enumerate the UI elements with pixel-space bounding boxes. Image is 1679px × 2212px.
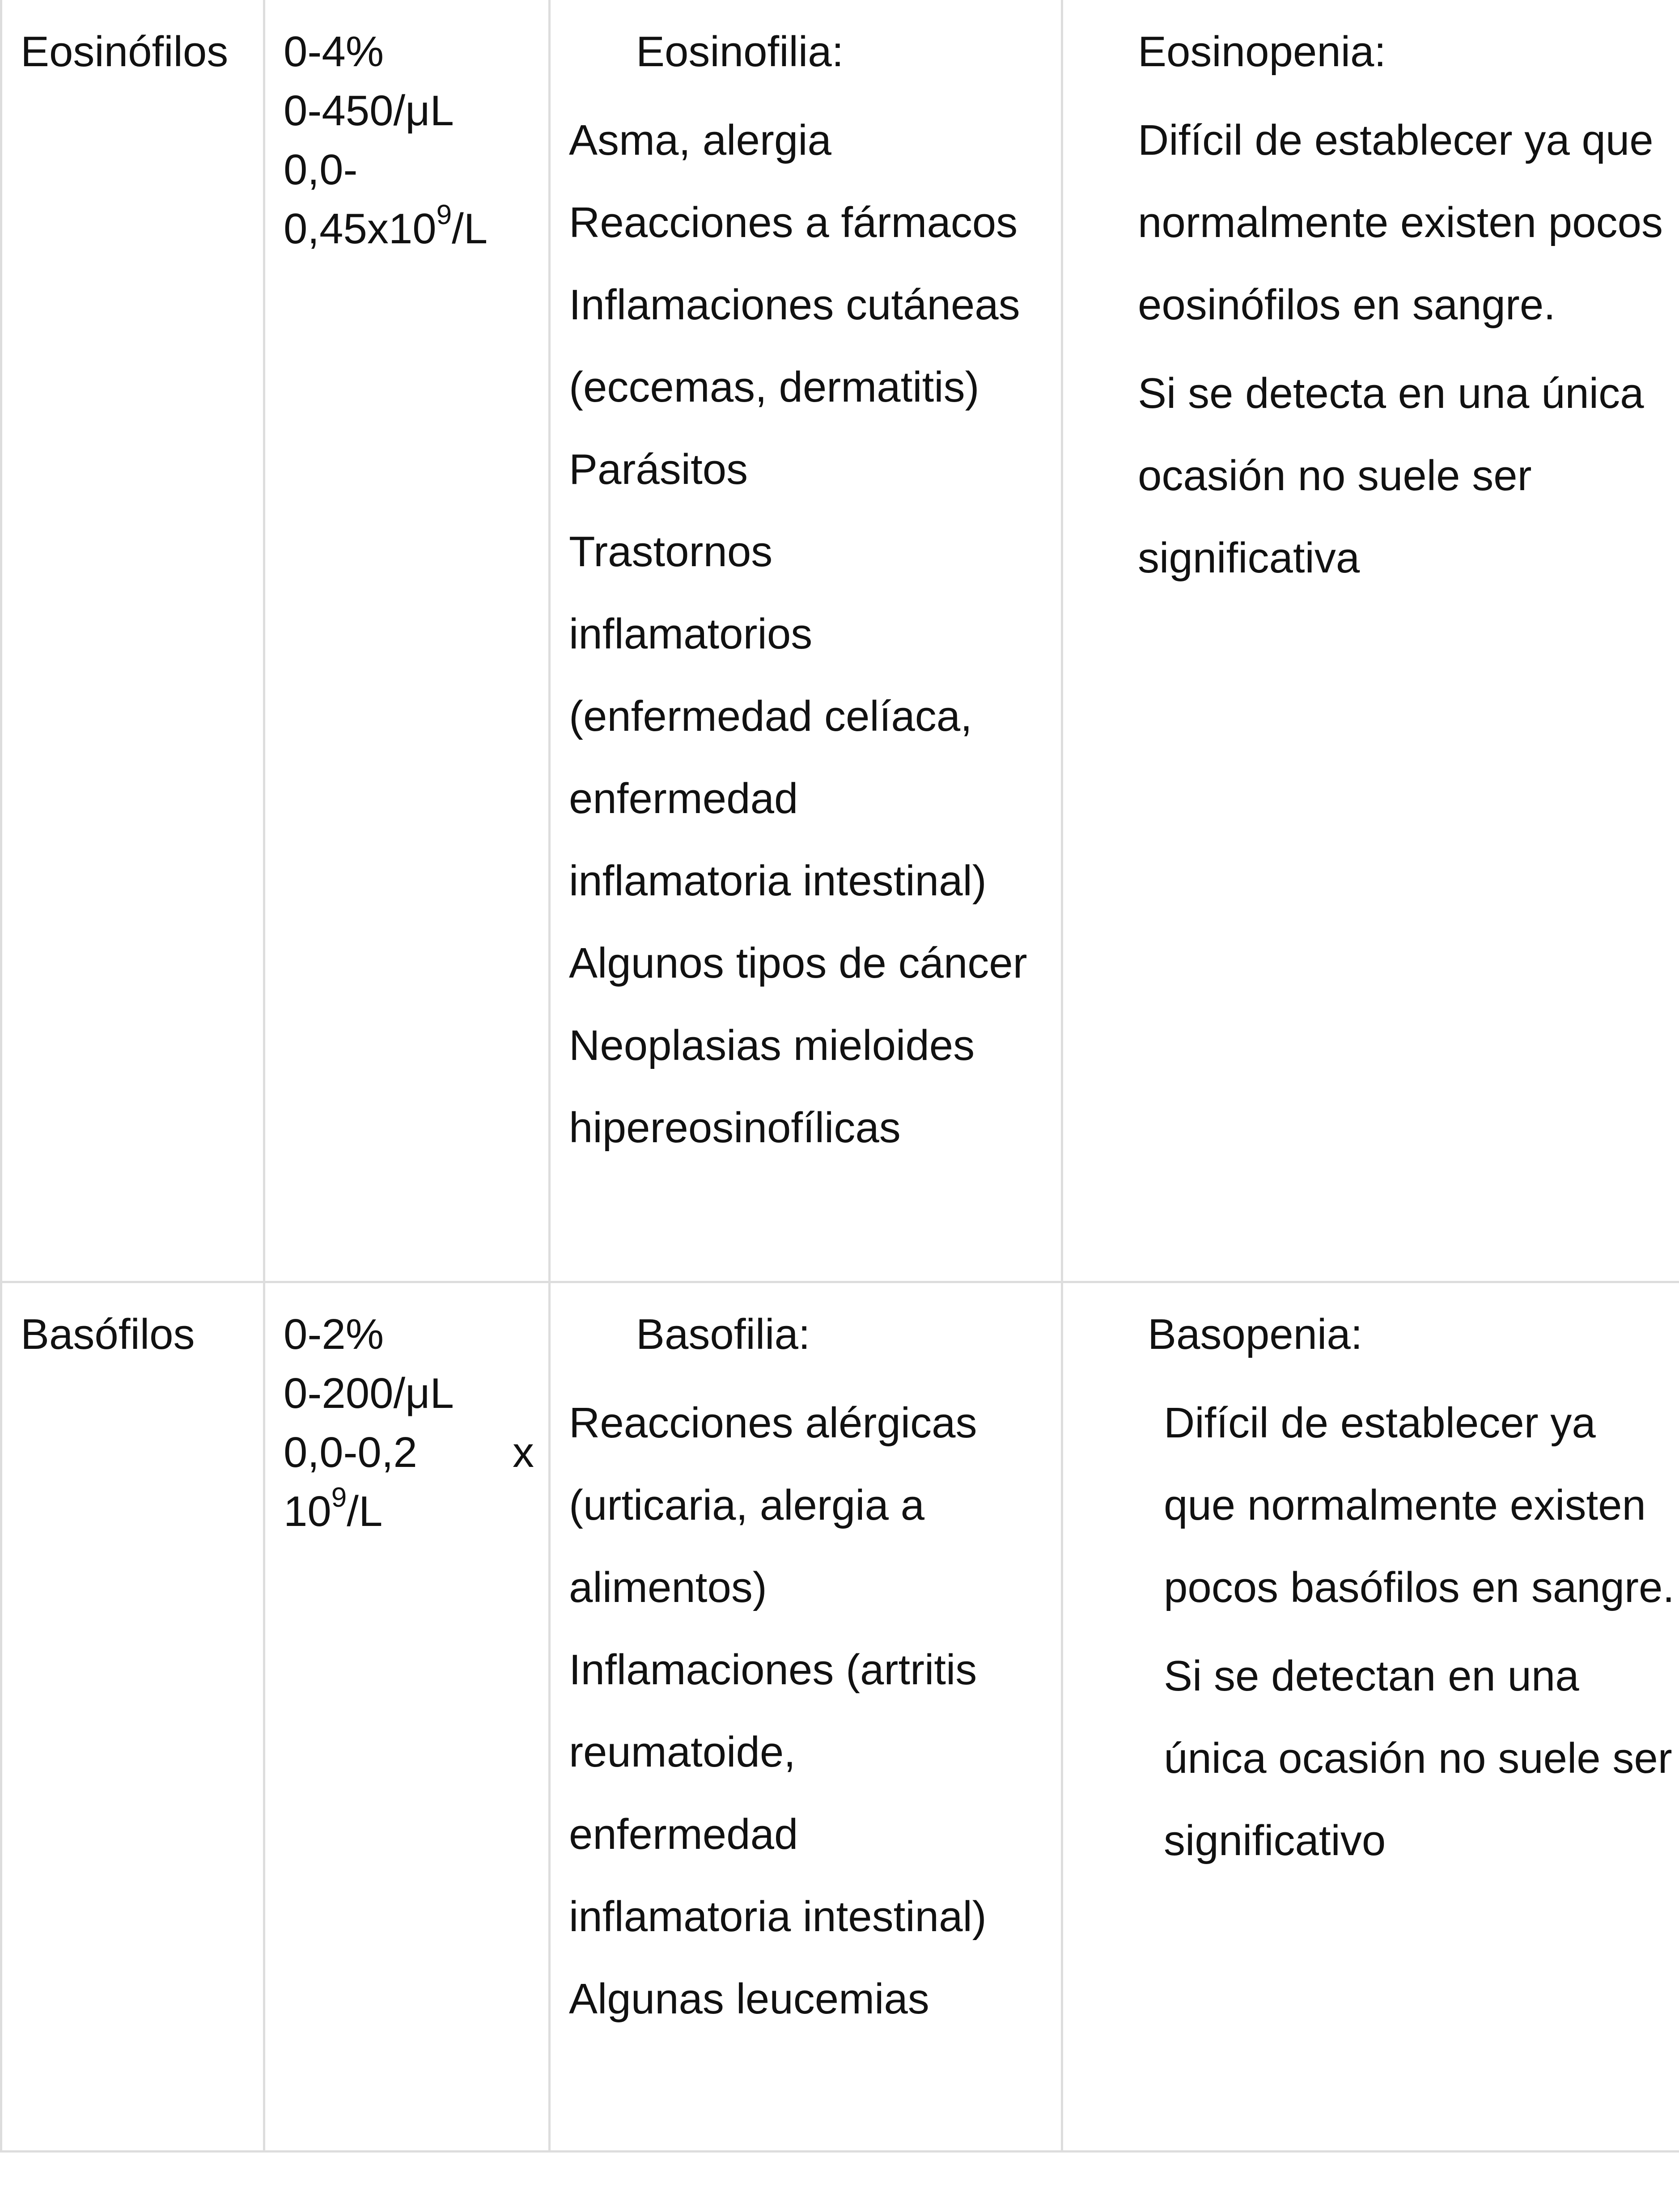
list-item: Difícil de establecer ya [1164,1399,1596,1447]
list-item: normalmente existen pocos [1138,199,1663,246]
list-item: Si se detecta en una única [1138,369,1644,417]
list-item: eosinófilos en sangre. [1138,281,1556,329]
column-divider [1061,0,1063,2152]
list-item: Asma, alergia [569,116,831,164]
row-divider [0,1281,1679,1283]
cell-low-causes: Eosinopenia: Difícil de establecer ya qu… [1138,22,1679,599]
range-absolute: 0-200/μL [284,1369,454,1417]
cell-type-name: Basófilos [21,1310,195,1358]
cell-cell-name: Eosinófilos [21,22,262,81]
high-list: Asma, alergia Reacciones a fármacos Infl… [569,99,1043,1169]
cell-cell-name: Basófilos [21,1305,262,1364]
column-divider [263,0,265,2152]
list-item: Reacciones alérgicas [569,1399,977,1447]
range-si-end: 0,45x109/L [284,199,547,258]
low-title: Eosinopenia: [1138,28,1386,76]
list-item: Trastornos [569,528,773,576]
high-title: Eosinofilia: [636,28,844,76]
list-item: (enfermedad celíaca, [569,692,972,740]
list-item: Algunos tipos de cáncer [569,939,1027,987]
range-si-base: 0,45x10 [284,205,437,253]
range-exponent: 9 [436,199,452,230]
list-item: significativo [1164,1817,1386,1865]
column-divider [548,0,551,2152]
high-list: Reacciones alérgicas (urticaria, alergia… [569,1382,1043,2040]
list-item: pocos basófilos en sangre. [1164,1564,1675,1611]
list-item: enfermedad [569,775,798,822]
list-item: que normalmente existen [1164,1481,1646,1529]
table-bottom-border [0,2150,1679,2153]
range-absolute: 0-450/μL [284,87,454,135]
list-item: inflamatoria intestinal) [569,857,987,905]
low-title: Basopenia: [1148,1310,1363,1358]
range-unit: /L [347,1487,383,1535]
range-si-start: 0,0- [284,146,358,194]
range-percent: 0-2% [284,1310,384,1358]
list-item: ocasión no suele ser [1138,452,1532,500]
cell-reference-range: 0-4% 0-450/μL 0,0- 0,45x109/L [284,22,547,258]
cell-high-causes: Eosinofilia: Asma, alergia Reacciones a … [569,22,1043,1169]
list-item: inflamatoria intestinal) [569,1893,987,1941]
range-si-value: 0,0-0,2 [284,1428,417,1476]
cell-low-causes: Basopenia: Difícil de establecer ya que … [1148,1305,1679,1882]
list-item: reumatoide, [569,1728,796,1776]
range-si-end: 109/L [284,1482,534,1541]
list-item: (eccemas, dermatitis) [569,363,979,411]
list-item: Algunas leucemias [569,1975,929,2023]
list-item: Difícil de establecer ya que [1138,116,1654,164]
list-item: hipereosinofílicas [569,1104,901,1152]
range-exponent: 9 [331,1482,347,1513]
high-title: Basofilia: [636,1310,810,1358]
list-item: Reacciones a fármacos [569,199,1018,246]
range-unit: /L [452,205,488,253]
low-list: Difícil de establecer ya que normalmente… [1138,99,1679,599]
low-list: Difícil de establecer ya que normalmente… [1148,1382,1679,1882]
range-si-start: 0,0-0,2 x [284,1423,534,1482]
list-item: significativa [1138,534,1360,582]
cell-type-name: Eosinófilos [21,28,229,76]
range-percent: 0-4% [284,28,384,76]
list-item: Inflamaciones cutáneas [569,281,1020,329]
list-item: alimentos) [569,1564,767,1611]
list-item: Parásitos [569,445,748,493]
leukocyte-reference-table: Eosinófilos 0-4% 0-450/μL 0,0- 0,45x109/… [0,0,1679,2153]
range-multiplier: x [513,1428,534,1476]
cell-high-causes: Basofilia: Reacciones alérgicas (urticar… [569,1305,1043,2040]
list-item: Si se detectan en una [1164,1652,1579,1700]
range-si-base: 10 [284,1487,331,1535]
cell-reference-range: 0-2% 0-200/μL 0,0-0,2 x 109/L [284,1305,534,1541]
list-item: Neoplasias mieloides [569,1021,975,1069]
list-item: enfermedad [569,1810,798,1858]
column-divider [0,0,2,2152]
list-item: única ocasión no suele ser [1164,1734,1672,1782]
list-item: (urticaria, alergia a [569,1481,924,1529]
list-item: Inflamaciones (artritis [569,1646,977,1694]
list-item: inflamatorios [569,610,813,658]
